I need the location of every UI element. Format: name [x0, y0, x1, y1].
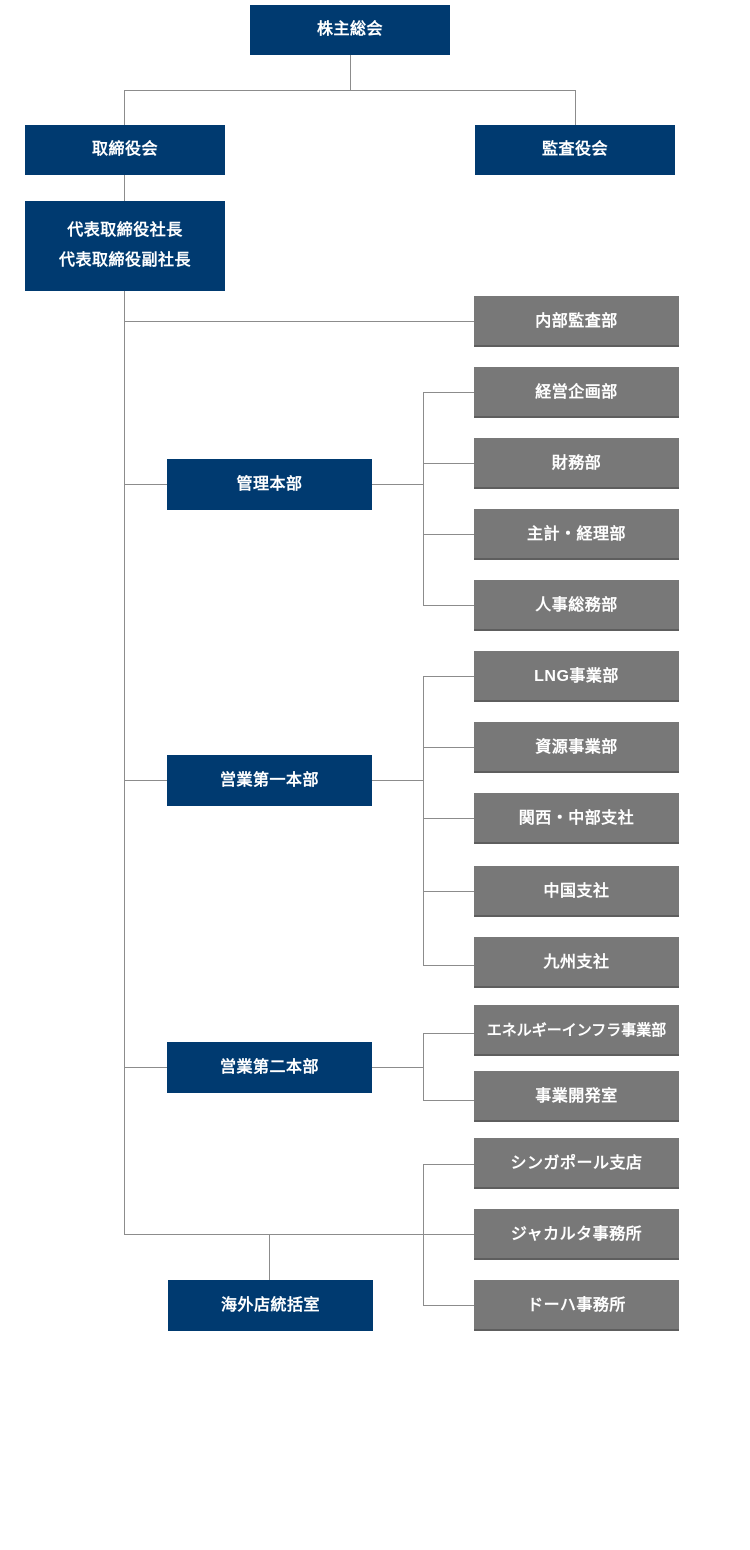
connector — [423, 1033, 424, 1101]
department-box: 経営企画部 — [474, 367, 679, 418]
box-label: 監査役会 — [541, 141, 608, 158]
sales-division-2-box: 営業第二本部 — [167, 1042, 372, 1093]
box-label: 海外店統括室 — [220, 1296, 320, 1314]
connector — [423, 392, 424, 606]
department-box: 九州支社 — [474, 937, 679, 988]
sales-division-1-box: 営業第一本部 — [167, 755, 372, 806]
box-label: ドーハ事務所 — [527, 1296, 626, 1314]
shareholders-meeting-box: 株主総会 — [250, 5, 450, 55]
department-box: LNG事業部 — [474, 651, 679, 702]
connector — [371, 780, 424, 781]
department-box: 資源事業部 — [474, 722, 679, 773]
connector — [423, 1033, 475, 1034]
department-box: 人事総務部 — [474, 580, 679, 631]
box-label: 代表取締役副社長 — [58, 252, 191, 269]
connector — [371, 484, 424, 485]
board-of-directors-box: 取締役会 — [25, 125, 225, 175]
main-trunk — [124, 290, 125, 1235]
box-label: 営業第一本部 — [219, 771, 319, 789]
box-label: 営業第二本部 — [219, 1058, 319, 1076]
box-label: 管理本部 — [236, 475, 303, 493]
box-label: 中国支社 — [543, 882, 610, 900]
connector — [350, 54, 351, 90]
overseas-office-box: ジャカルタ事務所 — [474, 1209, 679, 1260]
box-label: 関西・中部支社 — [518, 809, 635, 827]
connector — [124, 90, 576, 91]
box-label: 人事総務部 — [535, 596, 618, 614]
internal-audit-box: 内部監査部 — [474, 296, 679, 347]
connector — [423, 1100, 475, 1101]
box-label: シンガポール支店 — [510, 1154, 643, 1172]
box-label: 代表取締役社長 — [67, 222, 183, 239]
box-label: 資源事業部 — [535, 738, 618, 756]
executives-box: 代表取締役社長 代表取締役副社長 — [25, 201, 225, 291]
connector — [124, 1234, 424, 1235]
box-label: 主計・経理部 — [526, 525, 626, 543]
connector — [575, 90, 576, 126]
box-label: LNG事業部 — [534, 667, 619, 685]
connector — [423, 747, 475, 748]
overseas-office-box: ドーハ事務所 — [474, 1280, 679, 1331]
connector — [423, 534, 475, 535]
box-label: 取締役会 — [91, 141, 158, 158]
connector — [124, 174, 125, 202]
overseas-office-box: シンガポール支店 — [474, 1138, 679, 1189]
connector — [124, 321, 475, 322]
box-label: 株主総会 — [316, 21, 383, 38]
box-label: エネルギーインフラ事業部 — [486, 1021, 667, 1039]
box-label: ジャカルタ事務所 — [510, 1225, 643, 1243]
connector — [423, 818, 475, 819]
box-label: 内部監査部 — [535, 312, 618, 330]
connector — [124, 780, 168, 781]
connector — [269, 1234, 270, 1281]
department-box: 中国支社 — [474, 866, 679, 917]
connector — [423, 676, 424, 966]
overseas-office-division-box: 海外店統括室 — [168, 1280, 373, 1331]
audit-board-box: 監査役会 — [475, 125, 675, 175]
connector — [124, 1067, 168, 1068]
connector — [423, 1164, 475, 1165]
box-label: 経営企画部 — [535, 383, 618, 401]
department-box: エネルギーインフラ事業部 — [474, 1005, 679, 1056]
connector — [423, 392, 475, 393]
admin-division-box: 管理本部 — [167, 459, 372, 510]
department-box: 財務部 — [474, 438, 679, 489]
connector — [423, 676, 475, 677]
department-box: 主計・経理部 — [474, 509, 679, 560]
department-box: 事業開発室 — [474, 1071, 679, 1122]
connector — [371, 1067, 424, 1068]
connector — [423, 463, 475, 464]
connector — [124, 90, 125, 126]
connector — [423, 605, 475, 606]
connector — [423, 1305, 475, 1306]
connector — [423, 1234, 475, 1235]
connector — [423, 891, 475, 892]
box-label: 事業開発室 — [535, 1087, 618, 1105]
connector — [124, 484, 168, 485]
box-label: 財務部 — [551, 454, 602, 472]
department-box: 関西・中部支社 — [474, 793, 679, 844]
box-label: 九州支社 — [543, 953, 610, 971]
connector — [423, 965, 475, 966]
